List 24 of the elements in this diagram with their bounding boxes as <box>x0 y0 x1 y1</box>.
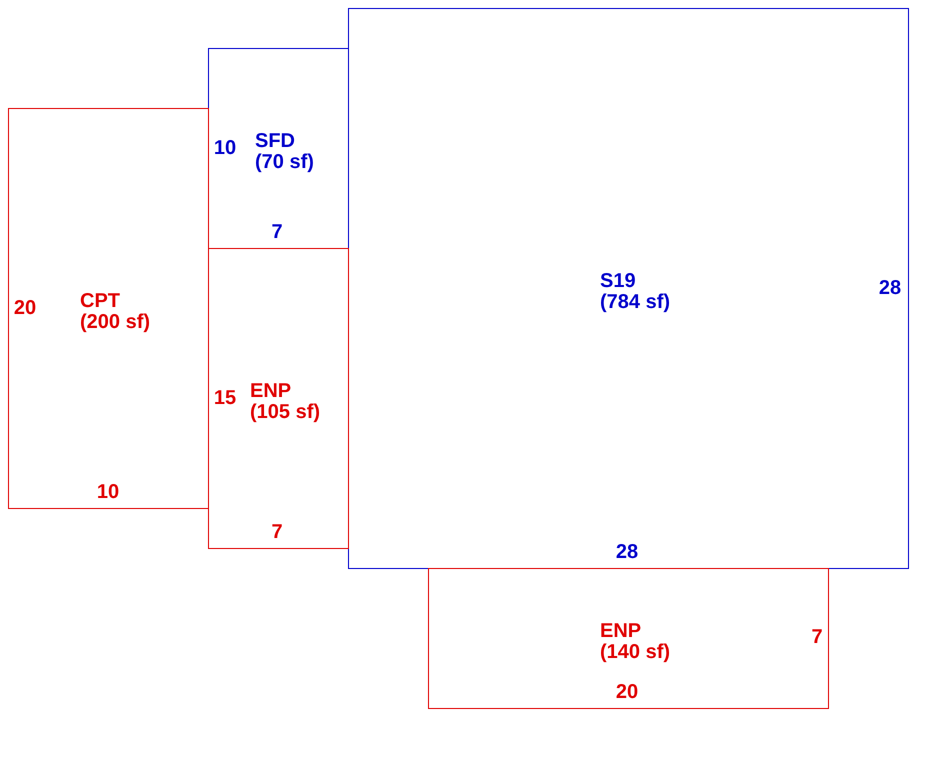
room-outline <box>348 8 909 569</box>
dimension-label: 10 <box>214 137 236 159</box>
dimension-label: 10 <box>96 481 120 503</box>
room-code: ENP <box>250 381 292 402</box>
dimension-label: 28 <box>616 541 638 563</box>
room-area: (140 sf) <box>600 642 670 663</box>
dimension-label: 7 <box>271 521 283 543</box>
room-outline <box>8 108 209 509</box>
room-code: S19 <box>600 271 637 292</box>
dimension-label: 7 <box>811 626 823 648</box>
dimension-label: 15 <box>214 387 236 409</box>
room-area: (70 sf) <box>255 152 314 173</box>
room-code: SFD <box>255 131 296 152</box>
dimension-label: 20 <box>616 681 638 703</box>
room-area: (105 sf) <box>250 402 320 423</box>
room-area: (200 sf) <box>80 312 150 333</box>
room-code: CPT <box>80 291 121 312</box>
dimension-label: 20 <box>14 297 36 319</box>
room-code: ENP <box>600 621 642 642</box>
dimension-label: 28 <box>878 277 902 299</box>
room-outline <box>208 248 349 549</box>
room-outline <box>428 568 829 709</box>
room-area: (784 sf) <box>600 292 670 313</box>
dimension-label: 7 <box>271 221 283 243</box>
